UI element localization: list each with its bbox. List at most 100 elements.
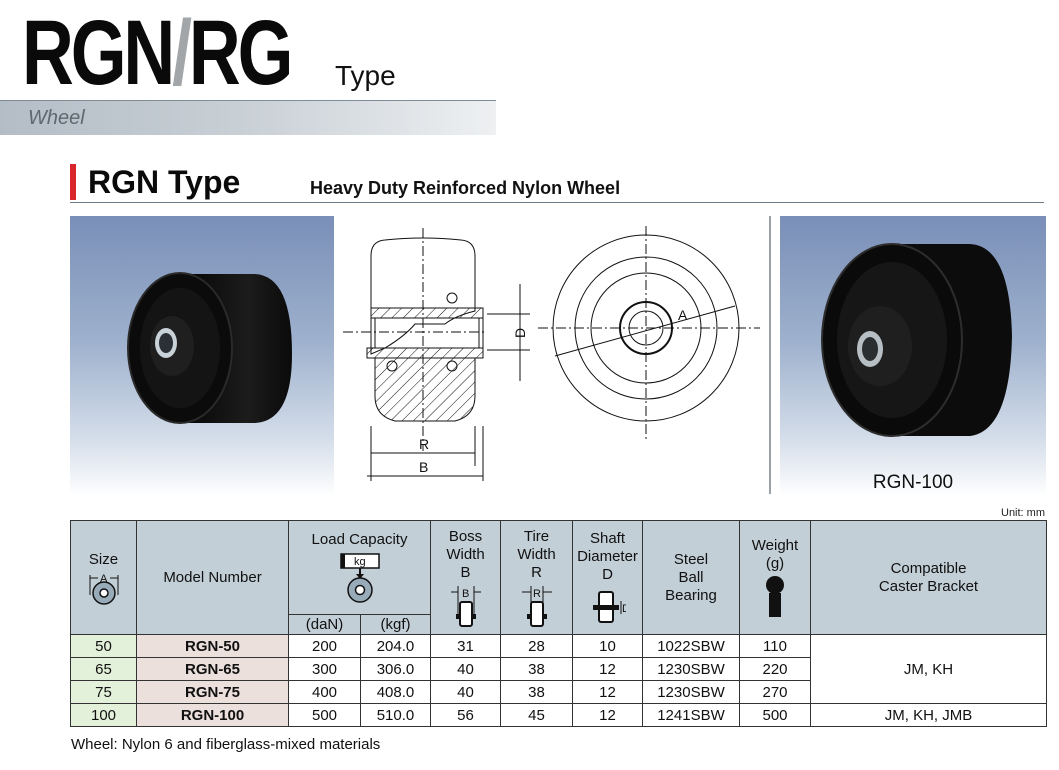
header-size: Size A: [70, 520, 137, 635]
header-shaft-line2: Diameter: [577, 547, 638, 565]
section-subtitle: Heavy Duty Reinforced Nylon Wheel: [310, 178, 621, 198]
cell-load-kgf: 306.0: [360, 657, 431, 681]
cell-tire-width: 45: [500, 703, 573, 727]
svg-text:R: R: [419, 436, 429, 452]
svg-text:A: A: [678, 307, 688, 323]
section-divider: [70, 202, 1044, 203]
cell-shaft-diameter: 12: [572, 680, 643, 704]
table-row: 50 RGN-50 200 204.0 31 28 10 1022SBW 110…: [70, 634, 1047, 704]
technical-drawing: D R B A: [335, 216, 770, 496]
cell-size: 100: [70, 703, 137, 727]
header-load: Load Capacity kg: [288, 520, 431, 615]
header-boss-line1: Boss: [448, 527, 483, 545]
cell-tire-width: 38: [500, 680, 573, 704]
header-tire-line3: R: [531, 563, 542, 581]
header-boss-line2: Width: [446, 545, 485, 563]
section-accent-bar: [70, 164, 76, 200]
cell-boss-width: 56: [430, 703, 501, 727]
cell-bearing: 1230SBW: [642, 657, 740, 681]
cell-model: RGN-100: [136, 703, 289, 727]
load-weight-icon: kg: [339, 552, 380, 603]
table-row: 65 RGN-65 300 306.0 40 38 12 1230SBW 220: [70, 657, 1047, 681]
tire-width-icon: R: [521, 585, 552, 627]
header-compatible-bracket: Compatible Caster Bracket: [810, 520, 1047, 635]
header-tire-line1: Tire: [523, 527, 550, 545]
cell-tire-width: 38: [500, 657, 573, 681]
cell-load-dan: 500: [288, 703, 361, 727]
wheel-photo-left: [70, 216, 334, 496]
cell-bearing: 1230SBW: [642, 680, 740, 704]
cell-shaft-diameter: 12: [572, 657, 643, 681]
cell-boss-width: 31: [430, 634, 501, 658]
header-size-label: Size: [88, 550, 119, 568]
svg-text:R: R: [533, 588, 541, 600]
header-bearing-line1: Steel: [673, 550, 709, 568]
header-load-label: Load Capacity: [311, 530, 408, 548]
cell-load-dan: 200: [288, 634, 361, 658]
brand-title: RGN/RG: [22, 4, 366, 99]
boss-width-icon: B: [450, 585, 481, 627]
cell-model: RGN-50: [136, 634, 289, 658]
header-model: Model Number: [136, 520, 289, 635]
header-shaft-line1: Shaft: [589, 529, 626, 547]
cell-weight: 270: [739, 680, 811, 704]
cell-boss-width: 40: [430, 680, 501, 704]
svg-text:kg: kg: [354, 556, 366, 568]
svg-text:B: B: [462, 588, 469, 600]
spec-table: Size A Model Number Load Capacity kg: [70, 520, 1047, 727]
header-weight-line2: (g): [765, 554, 785, 572]
cell-load-kgf: 510.0: [360, 703, 431, 727]
cell-load-kgf: 204.0: [360, 634, 431, 658]
cell-model: RGN-75: [136, 680, 289, 704]
cell-model: RGN-65: [136, 657, 289, 681]
photo-caption: RGN-100: [872, 472, 954, 493]
wheel-photo-right: RGN-100: [780, 216, 1046, 496]
header-weight: Weight (g): [739, 520, 811, 635]
category-label: Wheel: [28, 107, 85, 129]
section-title: RGN Type: [88, 164, 241, 200]
brand-slash: /: [172, 2, 192, 104]
header-load-kgf: (kgf): [360, 614, 431, 635]
header-bearing-line3: Bearing: [665, 586, 717, 604]
cell-shaft-diameter: 12: [572, 703, 643, 727]
material-footnote: Wheel: Nylon 6 and fiberglass-mixed mate…: [71, 736, 381, 753]
cell-compatible-bracket: JM, KH, JMB: [810, 703, 1047, 727]
cell-size: 50: [70, 634, 137, 658]
table-row: 100 RGN-100 500 510.0 56 45 12 1241SBW 5…: [70, 703, 1047, 727]
cell-load-kgf: 408.0: [360, 680, 431, 704]
header-tire-line2: Width: [517, 545, 556, 563]
svg-text:D: D: [622, 603, 626, 615]
header-load-dan: (daN): [288, 614, 361, 635]
header-tire-width: Tire Width R R: [500, 520, 573, 635]
header-boss-line3: B: [460, 563, 471, 581]
cell-load-dan: 300: [288, 657, 361, 681]
cell-weight: 500: [739, 703, 811, 727]
header-weight-line1: Weight: [751, 536, 799, 554]
brand-type-label: Type: [335, 60, 396, 91]
cell-boss-width: 40: [430, 657, 501, 681]
svg-text:B: B: [419, 459, 428, 475]
category-bar: Wheel: [0, 100, 496, 135]
cell-size: 75: [70, 680, 137, 704]
cell-weight: 110: [739, 634, 811, 658]
header-boss-width: Boss Width B B: [430, 520, 501, 635]
cross-section-diagram: D R B A: [343, 226, 760, 481]
cell-tire-width: 28: [500, 634, 573, 658]
unit-label: Unit: mm: [1001, 507, 1045, 519]
wheel-image-icon: [127, 272, 292, 424]
header-bracket-line1: Compatible: [890, 559, 967, 577]
brand-part2: RG: [188, 2, 294, 104]
cell-size: 65: [70, 657, 137, 681]
cell-bearing: 1022SBW: [642, 634, 740, 658]
shaft-diameter-icon: D: [592, 590, 626, 623]
cell-load-dan: 400: [288, 680, 361, 704]
wheel-image-icon: [821, 243, 1012, 437]
weight-icon: [766, 575, 784, 617]
header-shaft-line3: D: [602, 565, 613, 583]
brand-logo: RGN/RG: [22, 7, 293, 99]
wheel-size-icon: A: [89, 573, 118, 605]
svg-text:D: D: [512, 328, 528, 338]
header-bearing-line2: Ball: [678, 568, 704, 586]
svg-text:A: A: [100, 573, 108, 585]
brand-part1: RGN: [22, 2, 175, 104]
